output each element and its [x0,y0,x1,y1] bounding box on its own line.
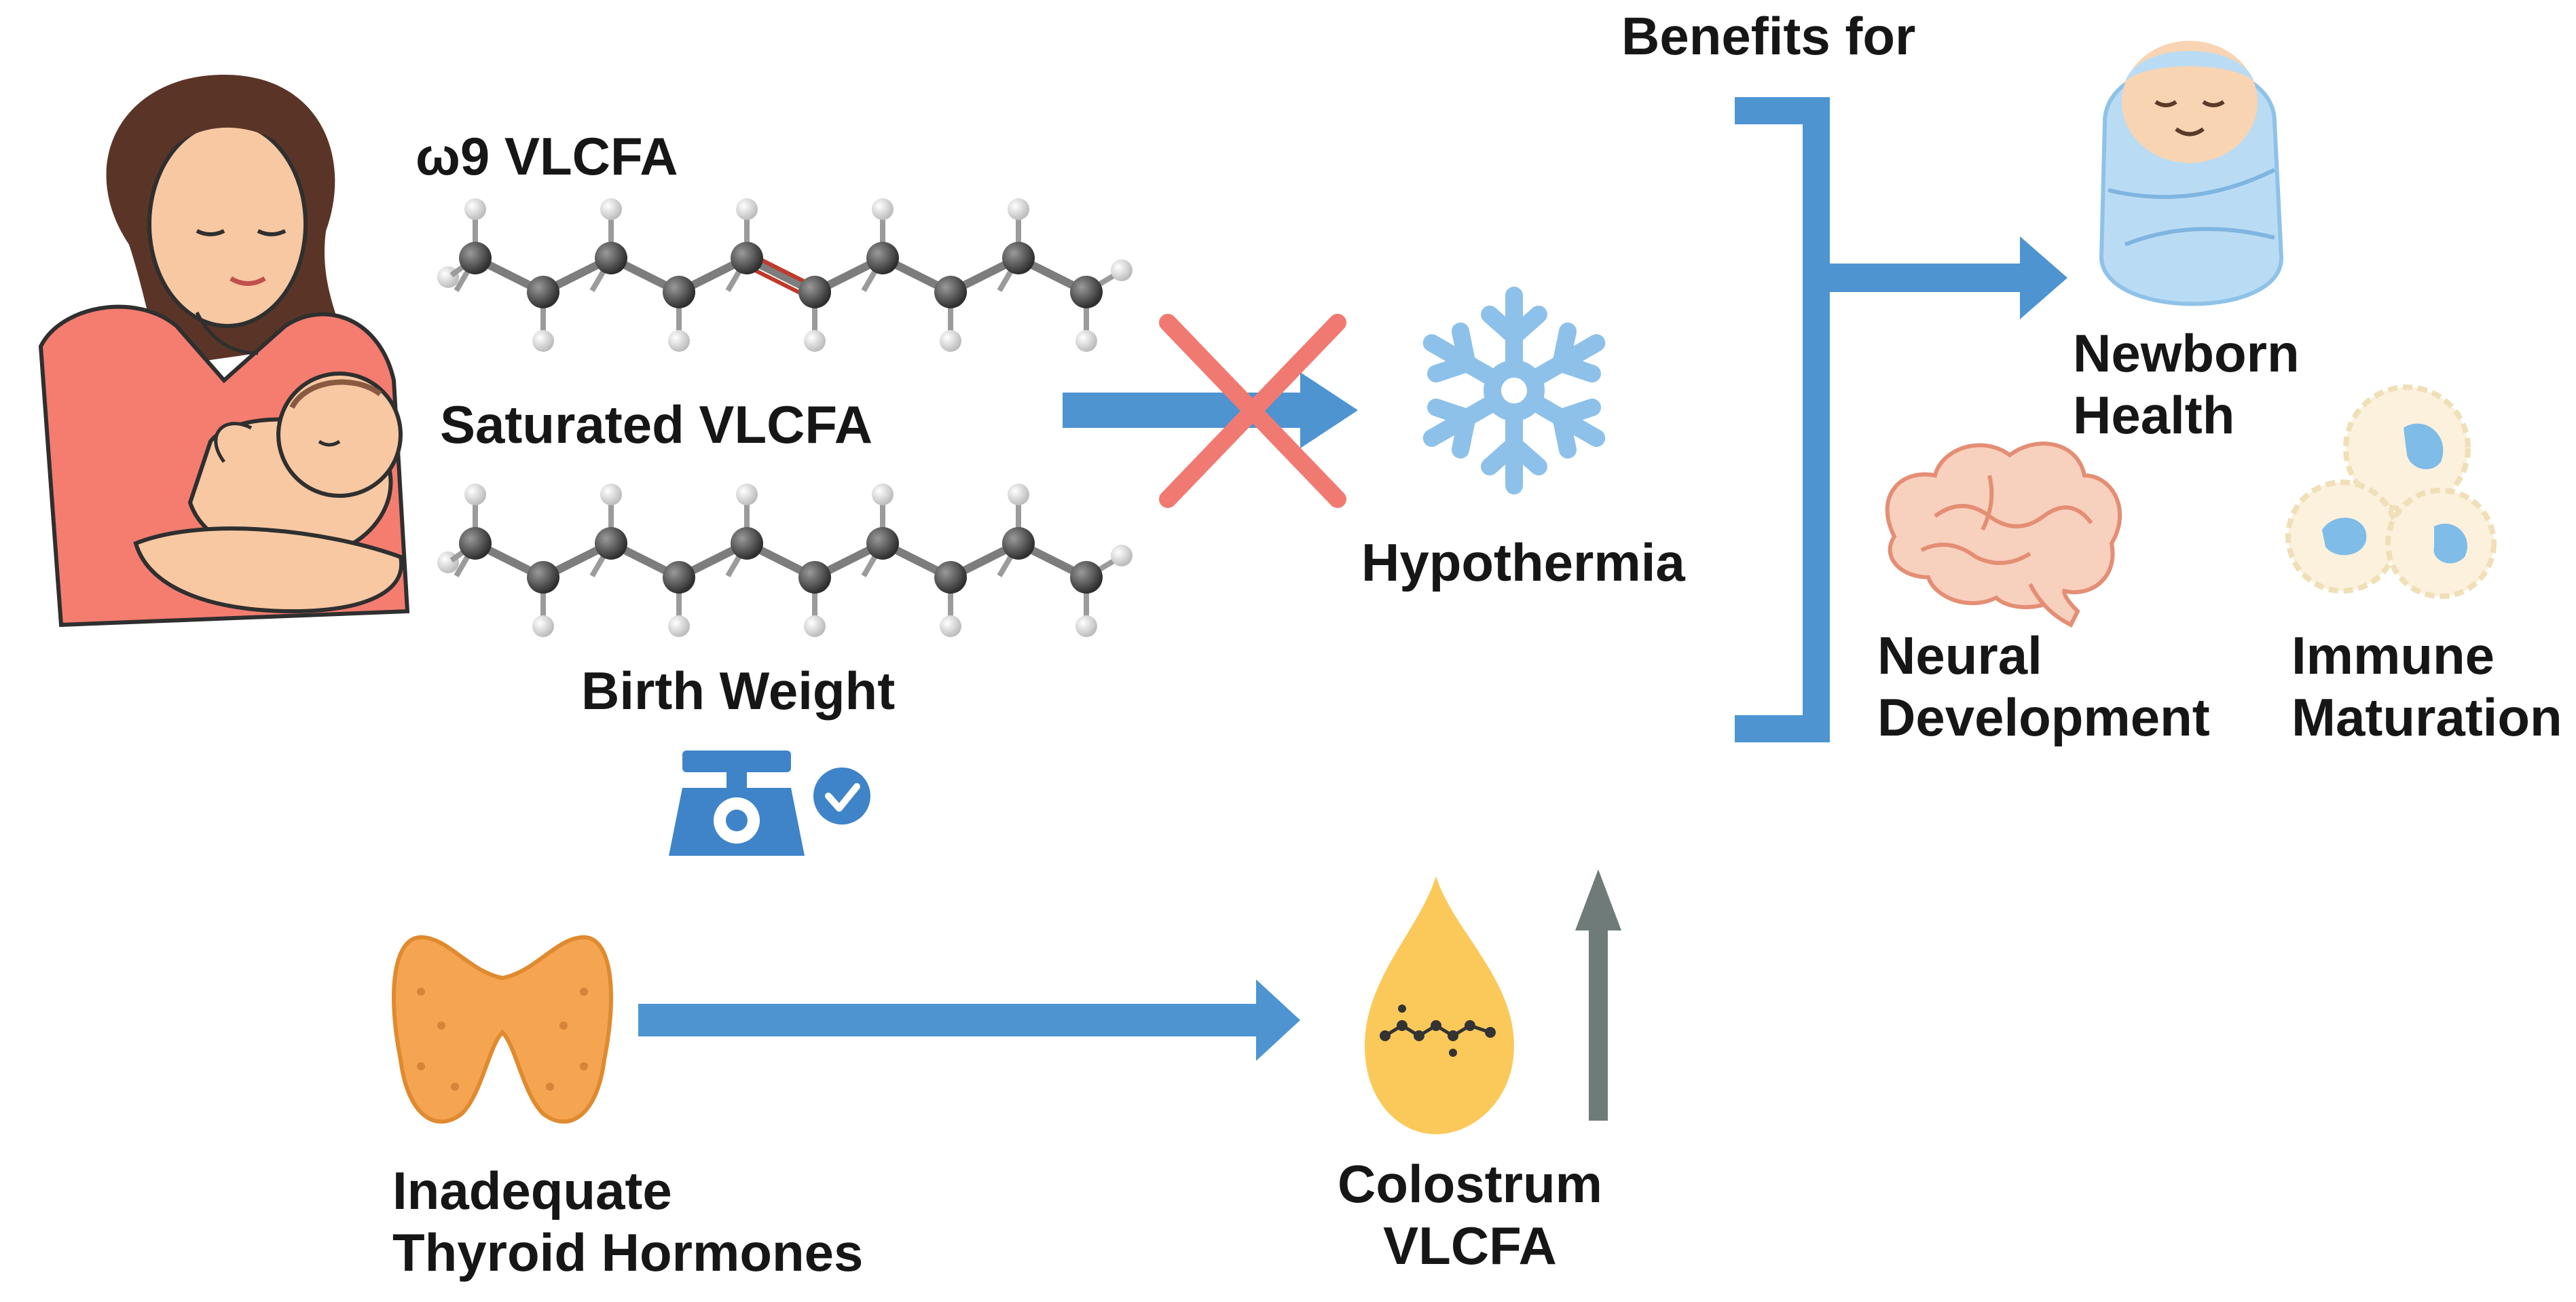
baby-icon [2099,41,2284,306]
benefits-bracket [1735,97,2067,742]
omega9-label: ω9 VLCFA [416,126,678,186]
scale-icon [669,751,805,856]
newborn-health-line-1: Newborn [2073,323,2300,383]
immune-maturation-line-2: Maturation [2292,687,2562,748]
brain-icon [1885,441,2122,628]
hypothermia-label: Hypothermia [1361,532,1685,592]
colostrum-line-2: VLCFA [1383,1216,1557,1276]
thyroid-arrow [638,979,1300,1061]
check-icon [813,767,870,825]
neural-development-label: Neural Development [1877,625,2210,749]
blocked-arrow [1063,372,1358,448]
thyroid-label: Inadequate Thyroid Hormones [392,1160,863,1284]
saturated-label: Saturated VLCFA [440,395,873,454]
newborn-health-line-2: Health [2073,385,2235,446]
colostrum-label: Colostrum VLCFA [1338,1153,1602,1278]
newborn-health-label: Newborn Health [2073,323,2300,447]
immune-maturation-label: Immune Maturation [2292,625,2562,749]
birth-weight-label: Birth Weight [581,661,896,721]
thyroid-icon [392,935,613,1124]
omega9-molecule-icon [437,198,1133,352]
neural-development-line-1: Neural [1877,626,2042,685]
breastfeeding-mother-icon [38,75,410,628]
droplet-icon [1365,876,1514,1134]
thyroid-line-1: Inadequate [392,1161,672,1220]
up-arrow-icon [1575,869,1621,1121]
immune-maturation-line-1: Immune [2292,626,2495,685]
immune-cells-icon [2285,384,2497,599]
thyroid-line-2: Thyroid Hormones [392,1223,864,1283]
colostrum-line-1: Colostrum [1338,1154,1602,1214]
benefits-for-label: Benefits for [1621,6,1916,66]
neural-development-line-2: Development [1877,687,2210,748]
saturated-molecule-icon [437,484,1133,637]
snowflake-icon [1422,287,1606,494]
cross-icon [1159,314,1346,508]
